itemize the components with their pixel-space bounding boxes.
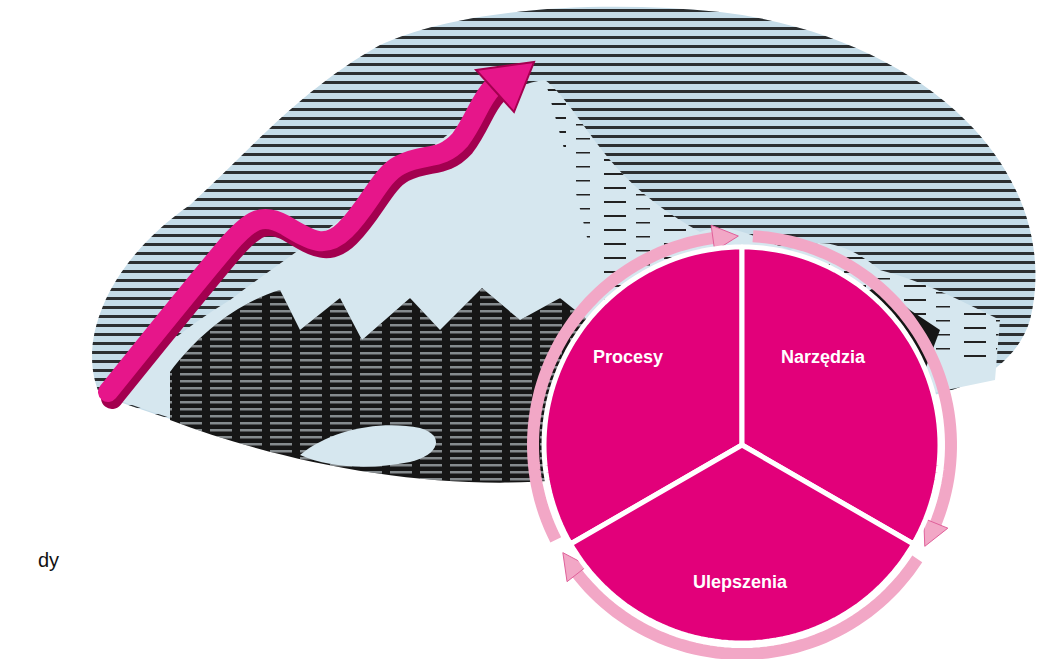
segment-fill (571, 445, 914, 643)
cycle-segment: Ulepszenia (566, 441, 918, 647)
cut-off-text: dy (38, 549, 59, 572)
segment-label: Narzędzia (781, 347, 865, 368)
growth-arrow (108, 88, 492, 392)
growth-arrow-head (476, 62, 534, 112)
snow-patch (300, 425, 436, 466)
segment-label: Procesy (593, 347, 663, 368)
arrow-head (924, 518, 948, 546)
segment-label: Ulepszenia (693, 572, 787, 593)
segment-shape (566, 441, 918, 647)
